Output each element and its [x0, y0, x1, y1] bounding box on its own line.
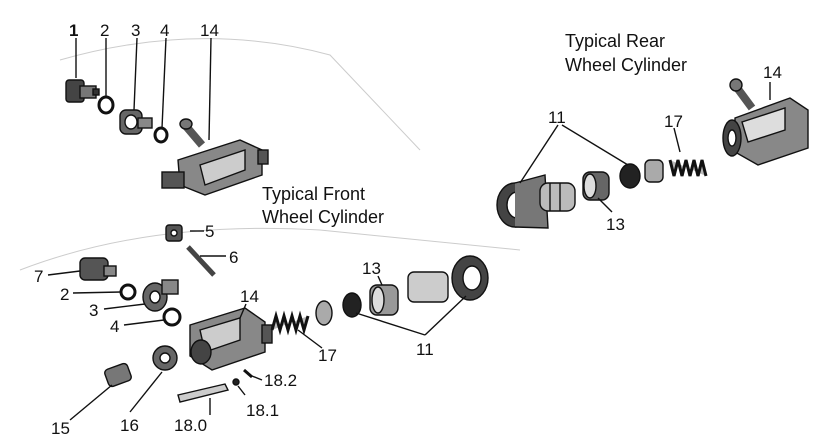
- leader-7: [47, 270, 81, 276]
- leader-11-lower-b: [424, 295, 467, 336]
- leader-17-rear: [673, 127, 681, 153]
- callout-4: 4: [160, 21, 170, 40]
- leader-3-lower: [103, 303, 146, 310]
- callout-18-1: 18.1: [246, 401, 280, 420]
- part-18-2-pin: [243, 368, 253, 379]
- part-11-lower-boot-left: [342, 292, 362, 318]
- callout-15: 15: [51, 419, 70, 438]
- upper-panel-outline: [59, 38, 421, 151]
- callout-7: 7: [34, 267, 44, 286]
- part-15-bleeder: [104, 362, 132, 388]
- callout-14-lower: 14: [240, 287, 259, 306]
- rear-part-14-cylinder: [722, 78, 809, 166]
- rear-part-13-cup: [582, 171, 610, 201]
- part-13-lower-cup: [369, 284, 399, 316]
- rear-caption-line1: Typical Rear: [565, 31, 666, 51]
- part-2-lower-washer: [119, 283, 137, 301]
- leader-18-2: [251, 375, 263, 381]
- callout-6: 6: [229, 248, 239, 267]
- callout-2: 2: [100, 21, 110, 40]
- leader-18-1: [237, 385, 246, 396]
- callout-1: 1: [69, 21, 79, 40]
- rear-caption-line2: Wheel Cylinder: [565, 55, 688, 75]
- callout-18-0: 18.0: [174, 416, 208, 435]
- part-4-washer: [153, 126, 169, 144]
- lower-piston: [407, 271, 449, 303]
- rear-cup-right: [644, 159, 664, 183]
- rear-part-11-boot-right: [619, 163, 641, 189]
- part-6-bolt: [186, 245, 216, 277]
- part-3-fitting: [119, 109, 153, 135]
- part-3-lower-banjo: [142, 279, 179, 312]
- rear-piston-left: [539, 182, 576, 212]
- callout-16: 16: [120, 416, 139, 435]
- callout-17-lower: 17: [318, 346, 337, 365]
- leader-13-rear: [597, 197, 613, 213]
- leader-14-lower: [239, 303, 247, 319]
- callout-2-lower: 2: [60, 285, 70, 304]
- part-18-0-clip: [177, 383, 230, 403]
- leader-2-lower: [72, 291, 122, 294]
- leader-11-rear-b: [561, 124, 629, 166]
- part-16-adjuster-wheel: [152, 345, 178, 371]
- callout-17-rear: 17: [664, 112, 683, 131]
- part-2-washer: [97, 95, 115, 115]
- leader-13-lower: [377, 275, 383, 286]
- part-14-front-cylinder-top: [161, 118, 269, 196]
- callout-14-rear: 14: [763, 63, 782, 82]
- leader-4: [161, 37, 167, 129]
- part-7-fitting: [79, 257, 117, 281]
- part-4-lower-washer: [162, 307, 182, 327]
- leader-11-lower-a: [355, 312, 426, 336]
- part-18-1-ball: [232, 378, 240, 386]
- callout-14-front-top: 14: [200, 21, 219, 40]
- front-caption-line1: Typical Front: [262, 184, 366, 204]
- leader-17-lower: [297, 329, 323, 349]
- front-caption-line2: Wheel Cylinder: [262, 207, 385, 227]
- rear-part-17-spring: [668, 159, 708, 177]
- callout-11-lower: 11: [416, 340, 434, 359]
- part-17-lower-spring: [270, 310, 310, 336]
- part-11-lower-boot-right: [451, 255, 489, 301]
- leader-4-lower: [123, 319, 165, 326]
- part-5-nut: [165, 224, 183, 242]
- leader-11-rear-a: [519, 124, 559, 184]
- leader-14-top: [208, 37, 212, 141]
- callout-13-rear: 13: [606, 215, 625, 234]
- callout-11-rear: 11: [548, 108, 566, 127]
- callout-5: 5: [205, 222, 215, 241]
- lower-cup-left: [315, 300, 333, 326]
- callout-13-lower: 13: [362, 259, 381, 278]
- callout-4-lower: 4: [110, 317, 120, 336]
- leader-3: [133, 37, 138, 111]
- part-14-front-cylinder-lower: [189, 307, 273, 371]
- leader-15: [69, 384, 113, 421]
- callout-3: 3: [131, 21, 141, 40]
- part-1-bleeder-screw: [65, 79, 100, 103]
- callout-3-lower: 3: [89, 301, 99, 320]
- callout-18-2: 18.2: [264, 371, 298, 390]
- leader-16: [129, 371, 163, 413]
